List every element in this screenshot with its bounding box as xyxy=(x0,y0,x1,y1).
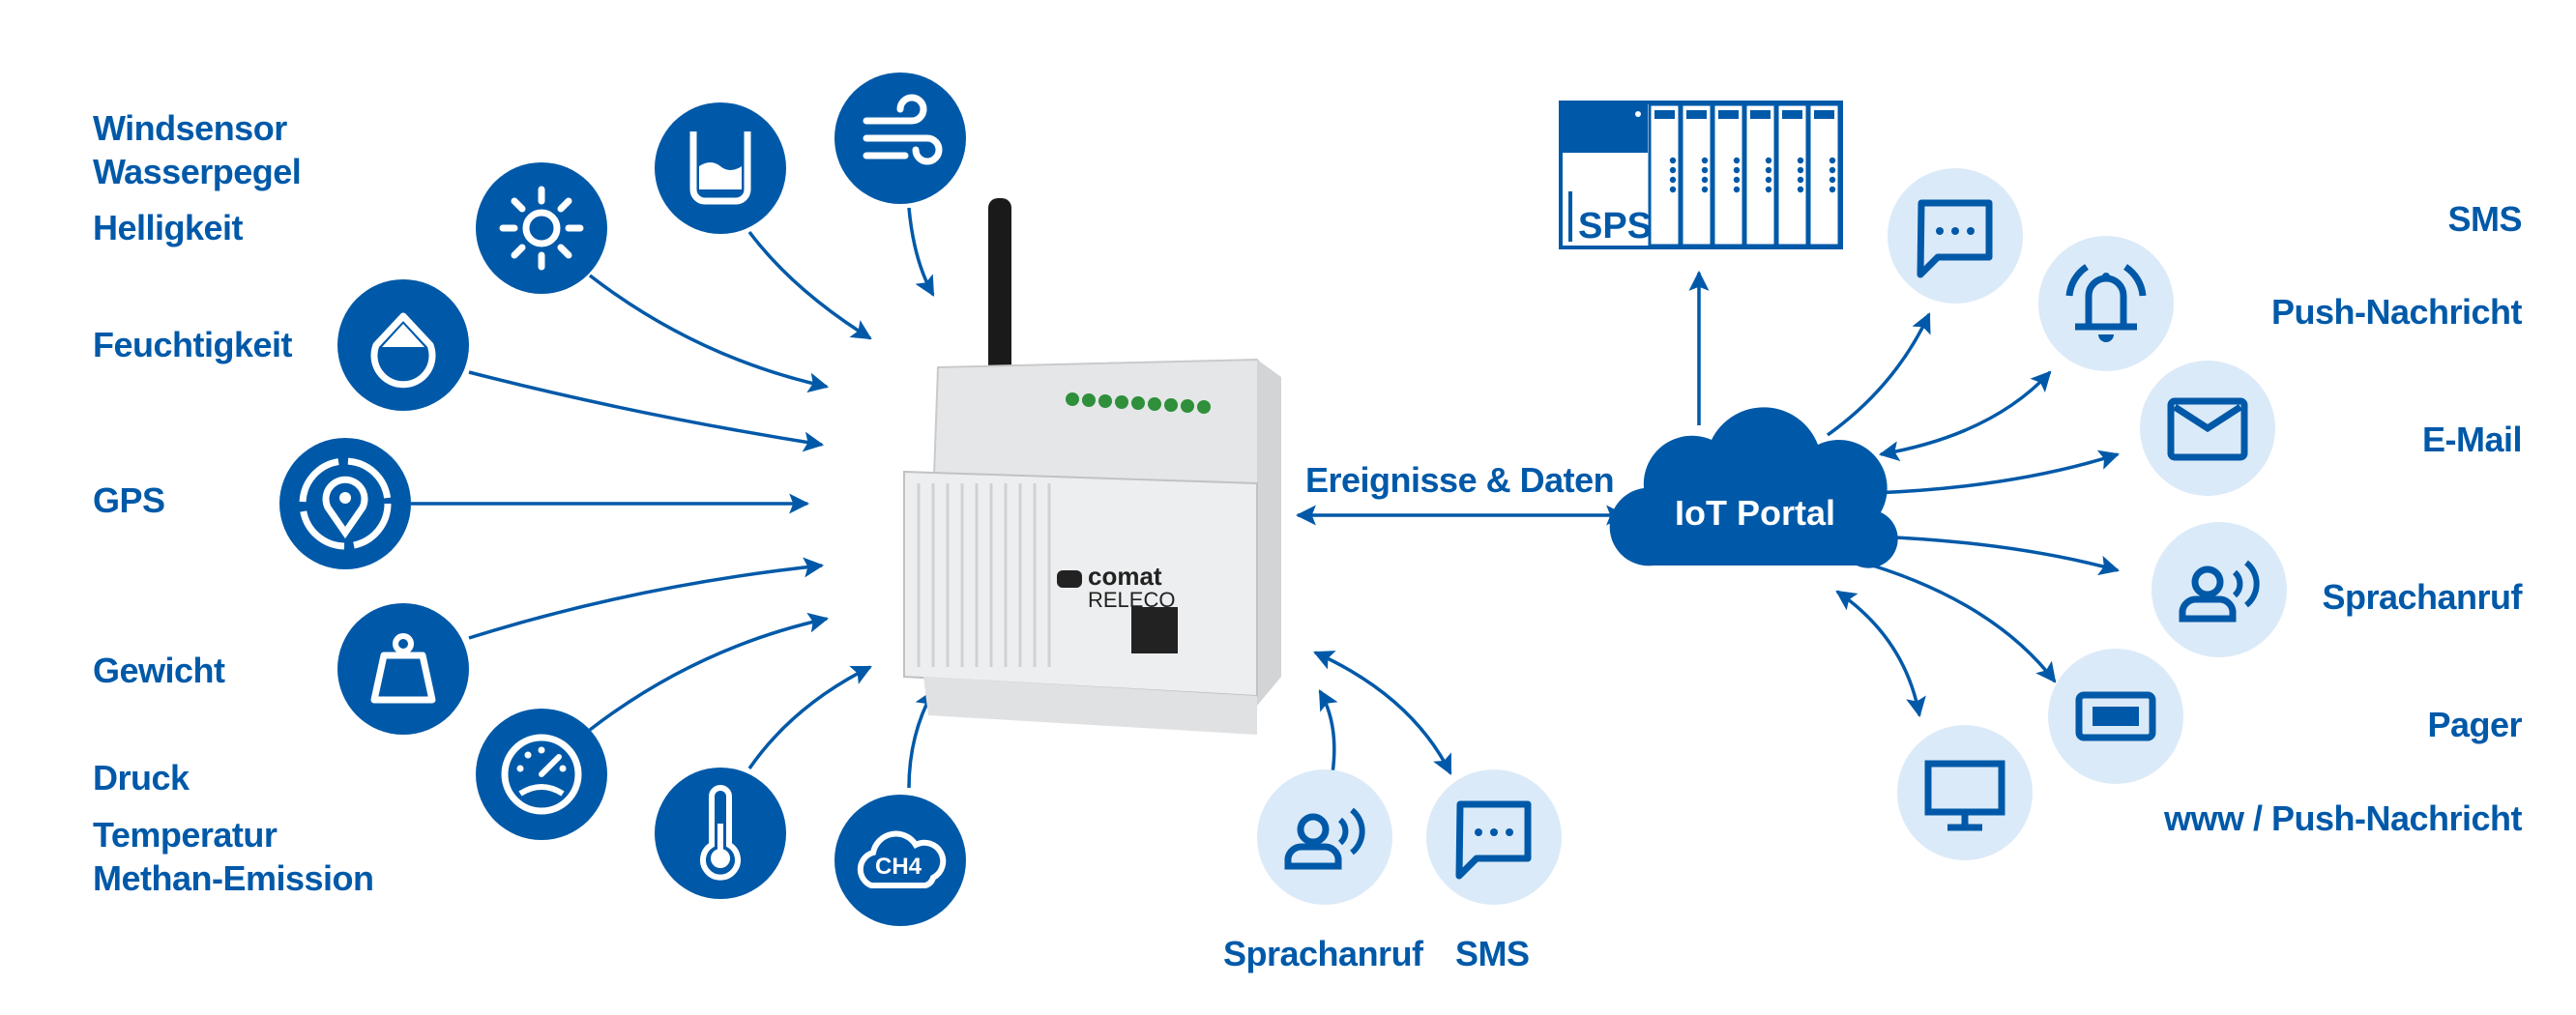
gauge-icon xyxy=(476,709,607,840)
output-label-push: Push-Nachricht xyxy=(2270,292,2523,332)
iot-portal-cloud[interactable]: IoT Portal xyxy=(1609,407,1898,568)
sps-plc-icon: SPS xyxy=(1559,101,1843,249)
thermometer-icon xyxy=(655,768,786,899)
sps-module-slot xyxy=(1775,102,1809,247)
arrow-out-sms xyxy=(1826,312,1931,437)
direct-voice-label: Sprachanruf xyxy=(1223,934,1423,973)
sensor-label-druck: Druck xyxy=(93,758,190,798)
drop-icon xyxy=(337,279,469,411)
sps-module-slot xyxy=(1807,102,1841,247)
arrow-out-pager xyxy=(1856,559,2057,683)
arrow-out-mail xyxy=(1870,450,2121,495)
sun-icon xyxy=(476,162,607,294)
arrow-weight xyxy=(468,557,825,640)
mail-icon xyxy=(2167,397,2248,461)
output-label-pager: Pager xyxy=(2427,705,2522,744)
gps-icon xyxy=(279,438,411,569)
bell-icon xyxy=(2065,264,2147,342)
arrow-wind xyxy=(907,207,935,297)
ch4-cloud-icon: CH4 xyxy=(834,795,966,926)
voice-call-icon xyxy=(2179,560,2260,623)
output-label-www: www / Push-Nachricht xyxy=(2163,798,2523,838)
direct-voice-call-icon xyxy=(1284,807,1365,870)
device-logo-top: comat xyxy=(1088,562,1162,591)
wind-icon xyxy=(834,72,966,204)
sensor-label-feuchtigkeit: Feuchtigkeit xyxy=(93,325,293,364)
output-label-voice: Sprachanruf xyxy=(2322,577,2522,617)
weight-icon xyxy=(337,603,469,735)
sensor-label-methan: Methan-Emission xyxy=(93,858,374,898)
direct-sms-label: SMS xyxy=(1455,934,1530,973)
ch4-text: CH4 xyxy=(875,854,922,880)
sensor-label-helligkeit: Helligkeit xyxy=(93,208,244,247)
arrow-out-www xyxy=(1835,590,1926,718)
gateway-device-image: comat RELECO xyxy=(903,198,1281,735)
arrow-pressure xyxy=(588,612,830,732)
sensor-label-gps: GPS xyxy=(93,480,165,520)
iot-portal-label: IoT Portal xyxy=(1675,493,1835,533)
direct-sms-icon xyxy=(1455,800,1532,880)
sensor-label-windsensor: Windsensor xyxy=(93,108,287,148)
device-logo-bottom: RELECO xyxy=(1088,588,1175,612)
events-data-label: Ereignisse & Daten xyxy=(1305,460,1615,500)
sps-module-slot xyxy=(1743,102,1777,247)
sensor-label-wasserpegel: Wasserpegel xyxy=(93,152,302,191)
antenna xyxy=(988,198,1011,382)
arrow-out-voice xyxy=(1870,535,2121,576)
arrow-direct-sms xyxy=(1313,651,1452,775)
output-label-sms: SMS xyxy=(2447,199,2522,239)
sps-module-slot xyxy=(1648,102,1682,247)
arrow-out-push xyxy=(1878,370,2052,462)
arrow-direct-voice xyxy=(1318,689,1338,774)
arrow-temperature xyxy=(747,665,872,769)
sensor-label-temperatur: Temperatur xyxy=(93,815,278,855)
pager-icon xyxy=(2075,691,2156,741)
sps-text: SPS xyxy=(1578,206,1652,246)
sps-module-slot xyxy=(1680,102,1713,247)
output-label-email: E-Mail xyxy=(2421,420,2523,459)
sms-icon xyxy=(1917,199,1993,278)
sps-module-slot xyxy=(1712,102,1745,247)
monitor-icon xyxy=(1924,760,2005,831)
arrow-sun xyxy=(588,274,830,393)
beaker-water-icon xyxy=(655,102,786,234)
arrow-humidity xyxy=(468,370,825,452)
sensor-label-gewicht: Gewicht xyxy=(93,651,225,690)
arrow-water xyxy=(747,230,872,340)
connection-arrows xyxy=(411,207,2121,789)
